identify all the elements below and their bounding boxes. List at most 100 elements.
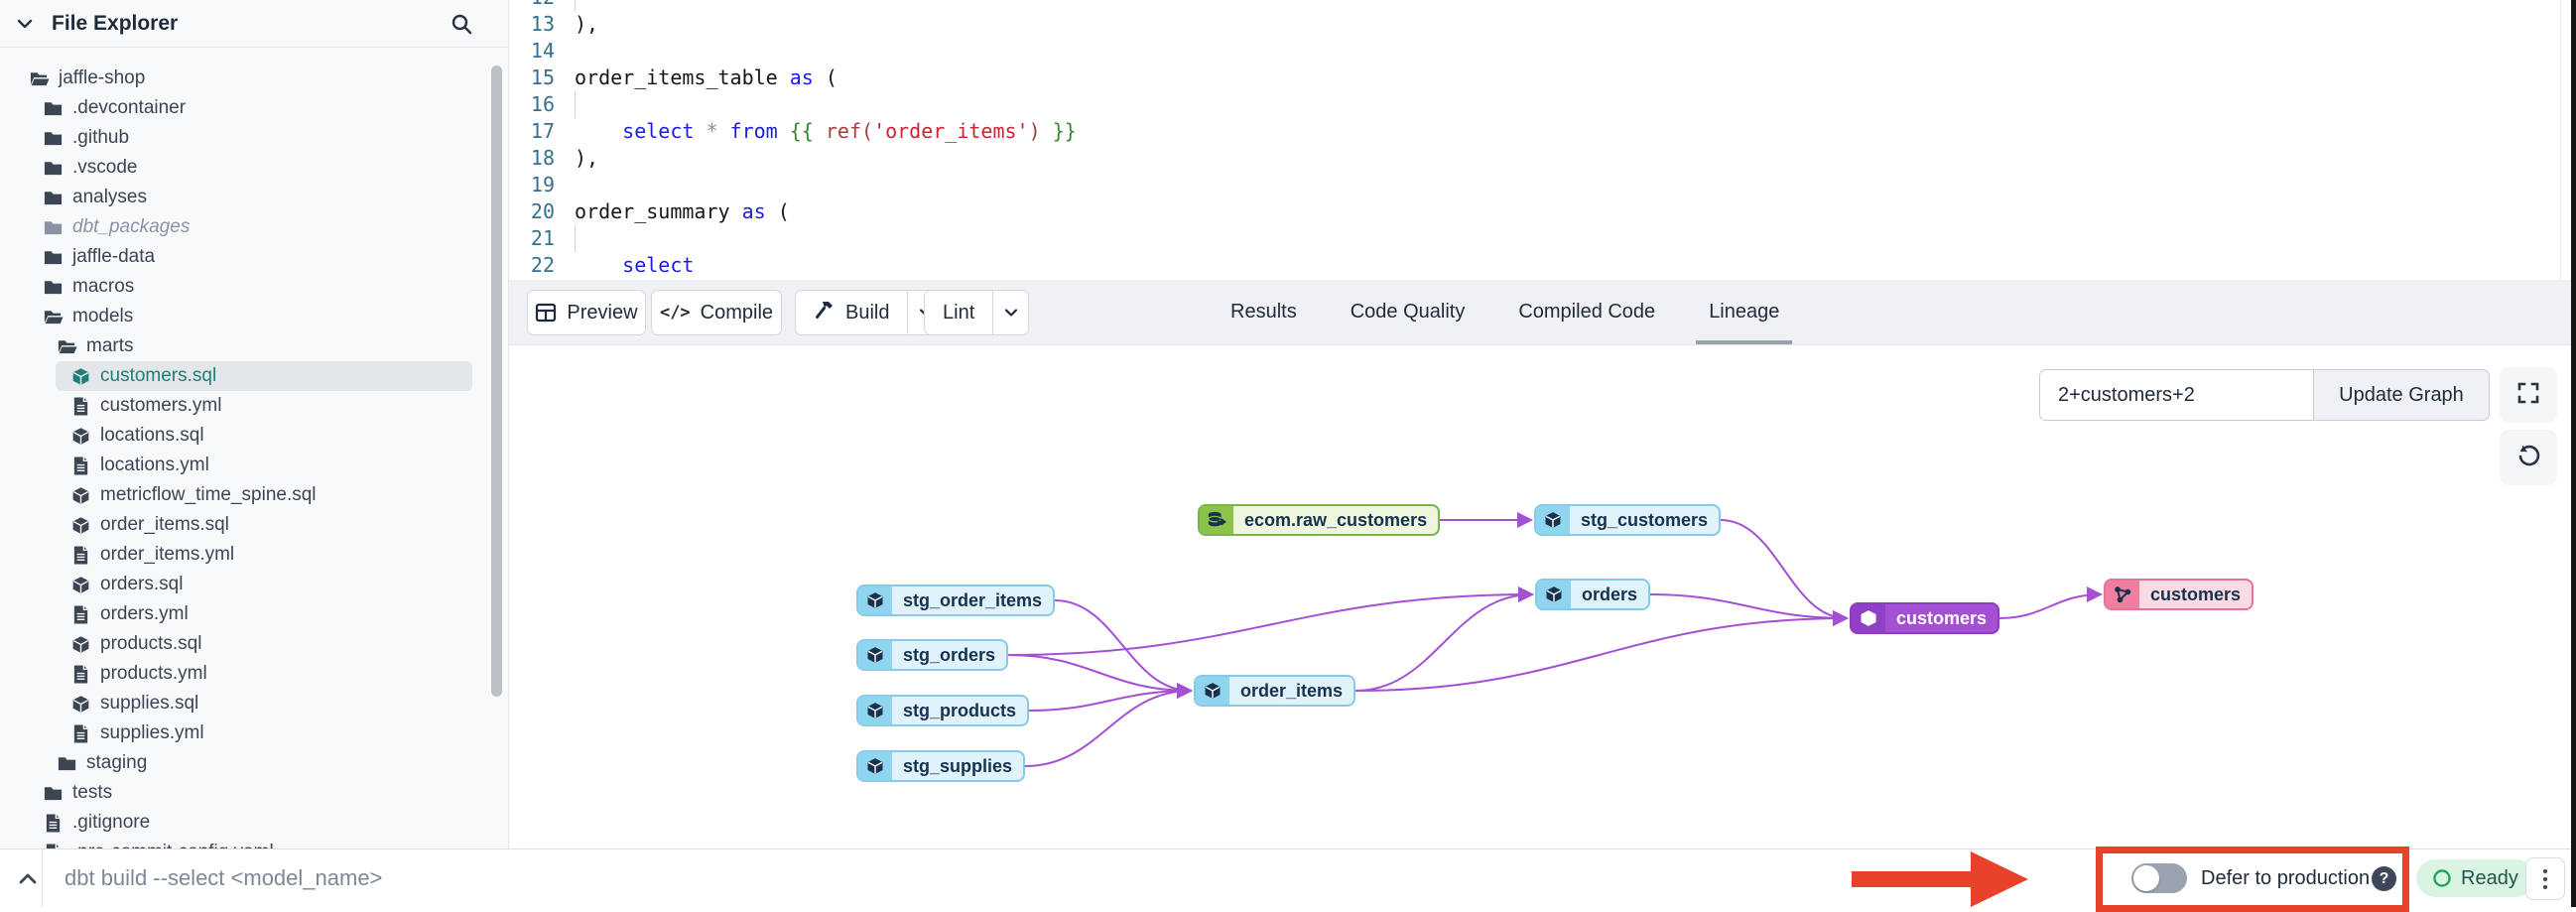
lineage-node-stg-products[interactable]: stg_products — [856, 695, 1030, 726]
code-line-14: 14 — [509, 38, 2560, 65]
tree-item-customers-yml[interactable]: customers.yml — [0, 391, 490, 421]
lineage-node-stg-order-items[interactable]: stg_order_items — [856, 585, 1056, 616]
file-tree-scrollbar[interactable] — [491, 65, 502, 697]
code-text — [575, 91, 576, 118]
tree-item-label: .devcontainer — [72, 97, 187, 118]
file-icon — [42, 842, 64, 848]
build-label: Build — [845, 301, 890, 324]
tree-item--devcontainer[interactable]: .devcontainer — [0, 93, 490, 123]
tree-item-products-sql[interactable]: products.sql — [0, 629, 490, 659]
folder-icon — [42, 127, 64, 149]
compile-button[interactable]: </> Compile — [651, 290, 782, 335]
tab-code-quality[interactable]: Code Quality — [1350, 301, 1466, 323]
update-graph-button[interactable]: Update Graph — [2313, 369, 2490, 421]
lineage-node-raw-customers[interactable]: ecom.raw_customers — [1198, 504, 1441, 536]
tree-item-label: products.sql — [100, 633, 202, 654]
tab-compiled-code[interactable]: Compiled Code — [1518, 301, 1656, 323]
folder-icon — [42, 276, 64, 298]
code-line-21: 21 — [509, 225, 2560, 252]
chevron-up-icon[interactable] — [10, 861, 46, 897]
file-icon — [69, 455, 91, 476]
tree-item-tests[interactable]: tests — [0, 778, 490, 808]
kebab-menu-button[interactable] — [2525, 857, 2565, 900]
cube-icon — [858, 586, 892, 614]
tree-item-macros[interactable]: macros — [0, 272, 490, 302]
lineage-node-order-items[interactable]: order_items — [1194, 675, 1356, 707]
editor-scrollbar[interactable] — [2560, 0, 2561, 280]
tree-item-locations-sql[interactable]: locations.sql — [0, 421, 490, 451]
tree-item-order-items-sql[interactable]: order_items.sql — [0, 510, 490, 540]
editor-toolbar: Preview </> Compile Build Lint Results Co… — [509, 280, 2571, 345]
tree-item-orders-sql[interactable]: orders.sql — [0, 570, 490, 599]
tree-item--vscode[interactable]: .vscode — [0, 153, 490, 183]
tree-item-products-yml[interactable]: products.yml — [0, 659, 490, 689]
chevron-down-icon[interactable] — [8, 7, 42, 41]
reset-view-button[interactable] — [2500, 430, 2557, 485]
tree-item-label: .pre-commit-config.yaml — [72, 842, 274, 848]
tree-item-label: orders.sql — [100, 574, 184, 594]
help-icon[interactable]: ? — [2372, 866, 2396, 891]
code-line-18: 18), — [509, 145, 2560, 172]
folder-icon — [42, 782, 64, 804]
fullscreen-button[interactable] — [2500, 367, 2557, 423]
code-text: ), — [575, 146, 599, 170]
code-text: ), — [575, 12, 599, 36]
tree-item-supplies-sql[interactable]: supplies.sql — [0, 689, 490, 718]
lineage-node-stg-customers[interactable]: stg_customers — [1534, 504, 1722, 536]
code-text: select — [622, 253, 695, 277]
tree-item-metricflow-time-spine-sql[interactable]: metricflow_time_spine.sql — [0, 480, 490, 510]
tree-item-label: orders.yml — [100, 603, 189, 624]
tree-item-label: customers.sql — [100, 365, 217, 386]
lineage-node-stg-orders[interactable]: stg_orders — [856, 639, 1009, 671]
tree-item-jaffle-data[interactable]: jaffle-data — [0, 242, 490, 272]
lineage-node-orders[interactable]: orders — [1535, 579, 1651, 610]
tree-item--pre-commit-config-yaml[interactable]: .pre-commit-config.yaml — [0, 838, 490, 848]
search-icon[interactable] — [445, 7, 478, 41]
line-number: 20 — [530, 199, 555, 223]
lineage-selector-input[interactable] — [2039, 369, 2313, 421]
compile-label: Compile — [700, 301, 774, 324]
tree-item-jaffle-shop[interactable]: jaffle-shop — [0, 64, 490, 93]
tree-item-order-items-yml[interactable]: order_items.yml — [0, 540, 490, 570]
lineage-node-stg-supplies[interactable]: stg_supplies — [856, 750, 1026, 782]
cube-icon — [858, 641, 892, 669]
lineage-node-customers-model[interactable]: customers — [1850, 602, 2000, 634]
tree-item-label: marts — [86, 335, 134, 356]
preview-button[interactable]: Preview — [527, 290, 646, 335]
code-icon: </> — [659, 303, 691, 323]
tree-item-label: metricflow_time_spine.sql — [100, 484, 317, 505]
tab-lineage[interactable]: Lineage — [1682, 280, 1806, 344]
code-line-13: 13), — [509, 11, 2560, 38]
code-line-12: 12 — [509, 0, 2560, 11]
code-line-17: 17 select * from {{ ref('order_items') }… — [509, 118, 2560, 145]
tree-item-staging[interactable]: staging — [0, 748, 490, 778]
build-button[interactable]: Build — [796, 291, 907, 334]
defer-to-production-toggle[interactable] — [2131, 863, 2187, 893]
model-icon — [69, 425, 91, 447]
tree-item-dbt-packages[interactable]: dbt_packages — [0, 212, 490, 242]
node-label: stg_customers — [1581, 509, 1709, 530]
tree-item-models[interactable]: models — [0, 302, 490, 331]
tree-item-orders-yml[interactable]: orders.yml — [0, 599, 490, 629]
tree-item-label: dbt_packages — [72, 216, 191, 237]
tree-item--github[interactable]: .github — [0, 123, 490, 153]
node-label: ecom.raw_customers — [1244, 509, 1428, 530]
tab-results[interactable]: Results — [1230, 301, 1297, 323]
file-explorer-title: File Explorer — [52, 11, 179, 35]
tree-item-label: jaffle-shop — [59, 67, 146, 88]
command-input[interactable] — [43, 849, 1530, 907]
file-icon — [42, 812, 64, 834]
tree-item-customers-sql[interactable]: customers.sql — [56, 361, 472, 391]
tree-item-supplies-yml[interactable]: supplies.yml — [0, 718, 490, 748]
lint-dropdown-chevron-icon[interactable] — [992, 291, 1028, 334]
line-number: 18 — [530, 146, 555, 170]
status-badge[interactable]: Ready — [2416, 859, 2534, 897]
tree-item-marts[interactable]: marts — [0, 331, 490, 361]
tree-item-locations-yml[interactable]: locations.yml — [0, 451, 490, 480]
tree-item-label: staging — [86, 752, 148, 773]
lineage-node-customers-semantic[interactable]: customers — [2104, 579, 2254, 610]
lint-button[interactable]: Lint — [925, 291, 992, 334]
tree-item--gitignore[interactable]: .gitignore — [0, 808, 490, 838]
tree-item-analyses[interactable]: analyses — [0, 183, 490, 212]
